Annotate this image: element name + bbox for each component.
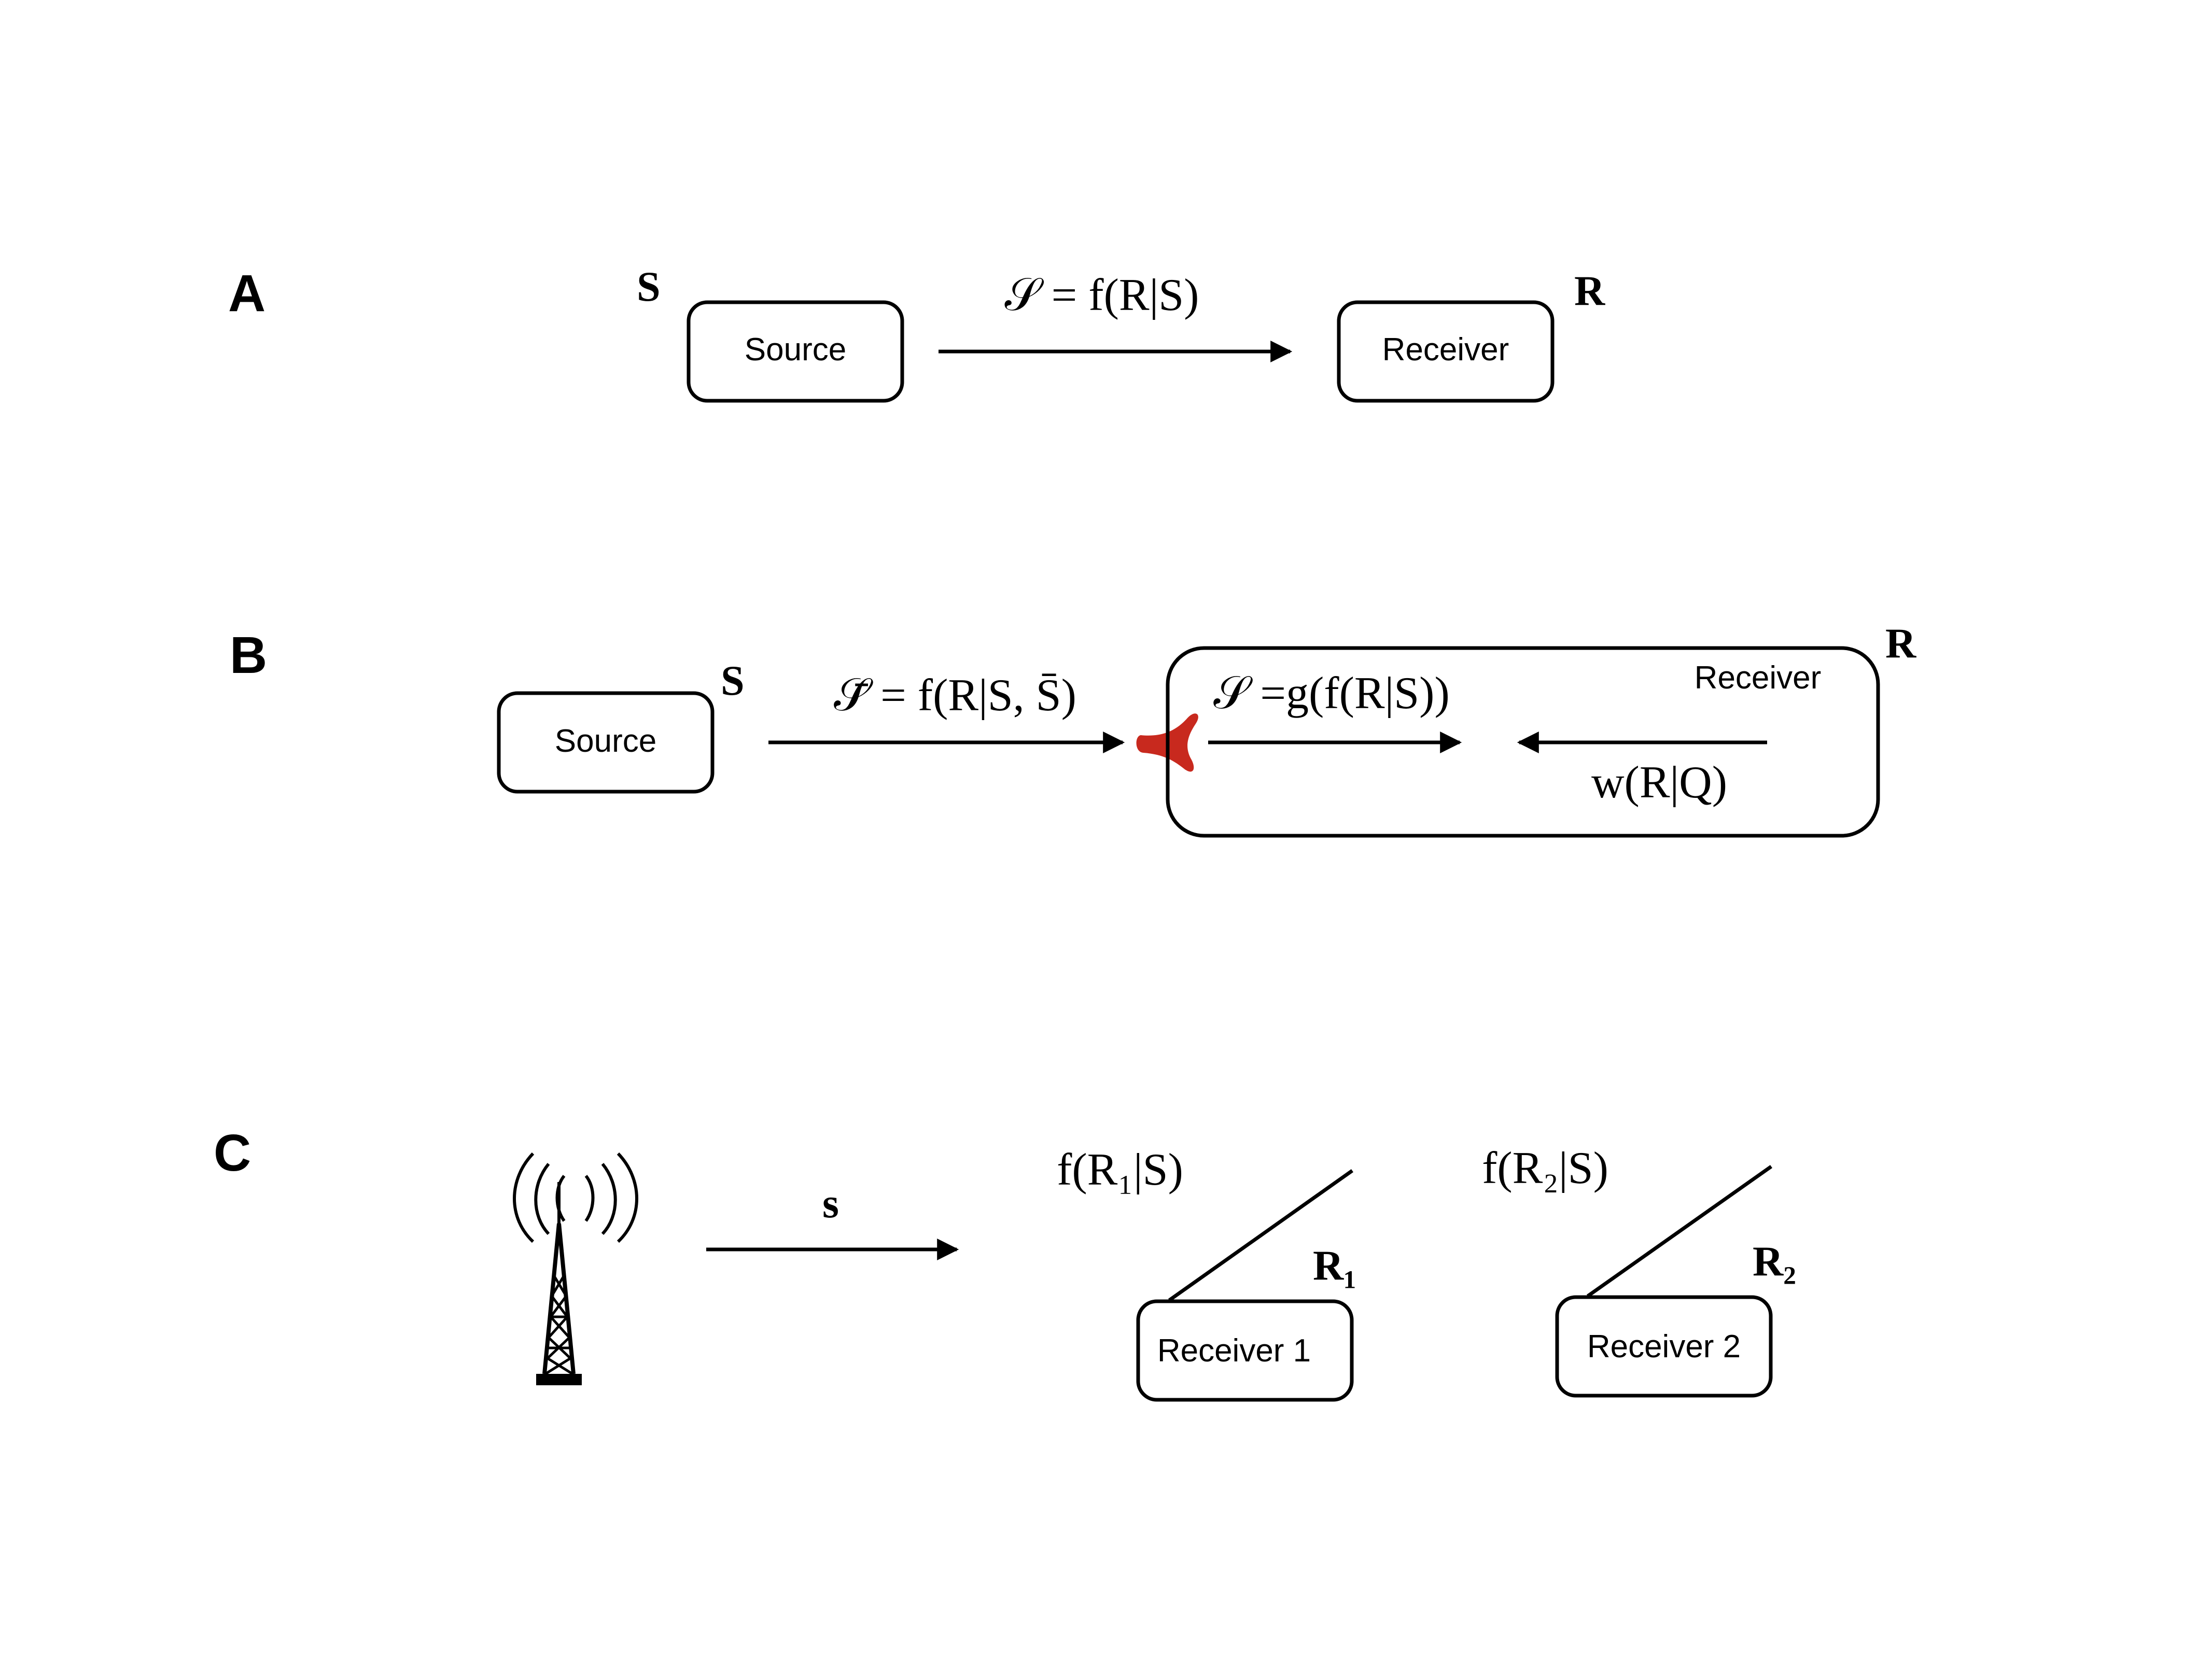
panel-b-receiver-label: Receiver [1695,660,1822,696]
panel-b-receiver-box [1166,646,1880,838]
panel-a-label: A [228,264,265,322]
panel-a-receiver-label: Receiver [1382,332,1509,368]
panel-a-receiver-box: Receiver [1337,300,1555,403]
panel-c-receiver-2-label: Receiver 2 [1587,1329,1741,1365]
panel-c-antenna-2 [1586,1165,1773,1298]
panel-a-source-symbol: S [637,263,661,310]
panel-c-formula-1: f(R₁|S) [1057,1145,1183,1195]
panel-c: C s f(R₁|S) R₁ [214,1124,1796,1402]
panel-b-label: B [230,626,267,684]
panel-a-receiver-symbol: R [1574,267,1605,314]
panel-b-source-box: Source [497,691,715,794]
panel-a-source-label: Source [745,332,846,368]
panel-a: A S Source 𝒮 = f(R|S) Receiver R [228,263,1605,403]
panel-c-label: C [214,1124,251,1182]
panel-c-formula-2: f(R₂|S) [1482,1143,1608,1193]
panel-b-feedback-formula: w(R|Q) [1591,757,1727,808]
panel-a-source-box: Source [687,300,904,403]
panel-c-receiver-1-box: Receiver 1 [1136,1299,1354,1402]
panel-c-signal-symbol: s [822,1179,839,1227]
panel-b-receiver-symbol: R [1885,620,1916,667]
panel-b: B Source S 𝒮̄ = f(R|S, S̄) Receiver R 𝒮 … [230,620,1916,838]
radio-tower-icon [513,1152,638,1385]
panel-b-source-symbol: S [721,657,745,704]
panel-b-inner-formula: 𝒮 =g(f(R|S)) [1213,668,1450,719]
panel-c-receiver-2-box: Receiver 2 [1555,1295,1773,1398]
panel-c-receiver-1-symbol: R₁ [1313,1242,1356,1289]
panel-b-channel-formula: 𝒮̄ = f(R|S, S̄) [834,670,1076,721]
panel-b-source-label: Source [555,723,656,759]
panel-c-antenna-1 [1168,1169,1354,1302]
panel-c-receiver-2-symbol: R₂ [1753,1238,1796,1285]
panel-a-channel-formula: 𝒮 = f(R|S) [1005,270,1199,320]
panel-c-receiver-1-label: Receiver 1 [1157,1333,1311,1369]
